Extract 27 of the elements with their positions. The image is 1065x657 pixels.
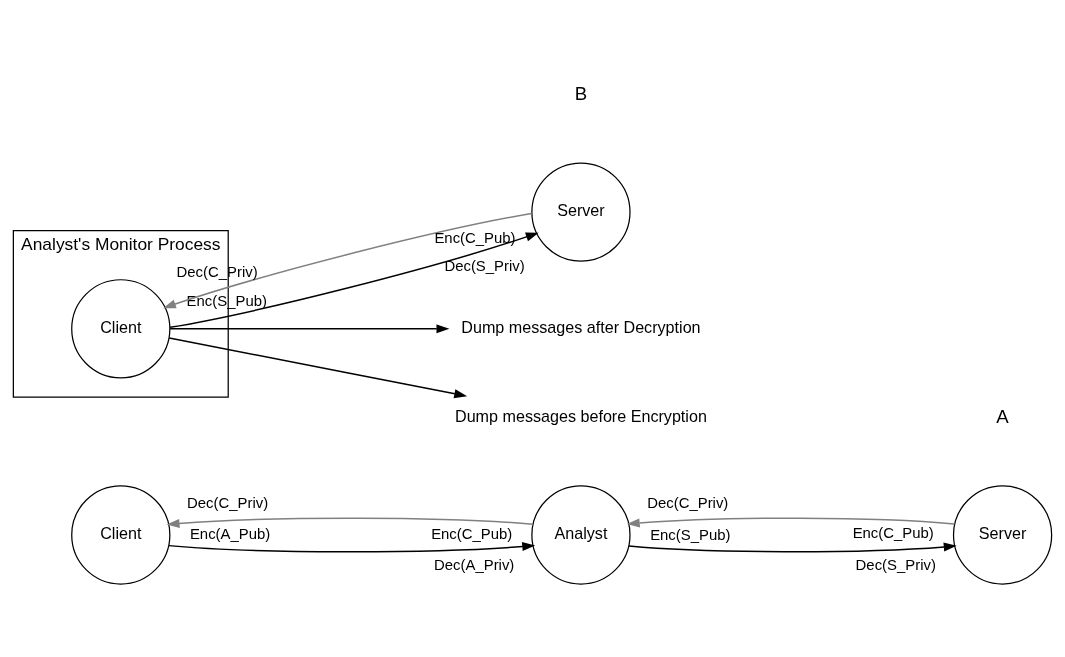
label: Enc(S_Pub) [650, 526, 731, 543]
arrow [626, 517, 956, 528]
arrow [169, 232, 539, 329]
arrow [166, 517, 534, 528]
label: Dec(S_Priv) [444, 258, 525, 275]
arrow [628, 542, 957, 553]
label: A [996, 405, 1009, 427]
label: Enc(C_Pub) [434, 229, 516, 246]
label: Dec(C_Priv) [647, 494, 729, 511]
arrow [168, 542, 536, 553]
label: Enc(C_Pub) [852, 525, 934, 542]
arrow [169, 324, 450, 334]
node-circle: Server [531, 162, 631, 262]
label: Dec(C_Priv) [187, 495, 269, 512]
arrow [162, 212, 533, 309]
node-text: Dump messages before Encryption [455, 407, 707, 426]
node-circle: Server [952, 485, 1053, 585]
node-circle: Client [71, 485, 171, 585]
arrow [168, 337, 468, 399]
node-circle: Analyst [531, 485, 631, 585]
label: Enc(C_Pub) [431, 525, 513, 542]
label: B [574, 82, 588, 104]
label: Dec(S_Priv) [855, 557, 936, 574]
label: Dec(A_Priv) [434, 556, 515, 573]
node-circle: Client [71, 279, 171, 379]
label: Enc(A_Pub) [189, 526, 271, 543]
node-text: Dump messages after Decryption [461, 318, 701, 337]
